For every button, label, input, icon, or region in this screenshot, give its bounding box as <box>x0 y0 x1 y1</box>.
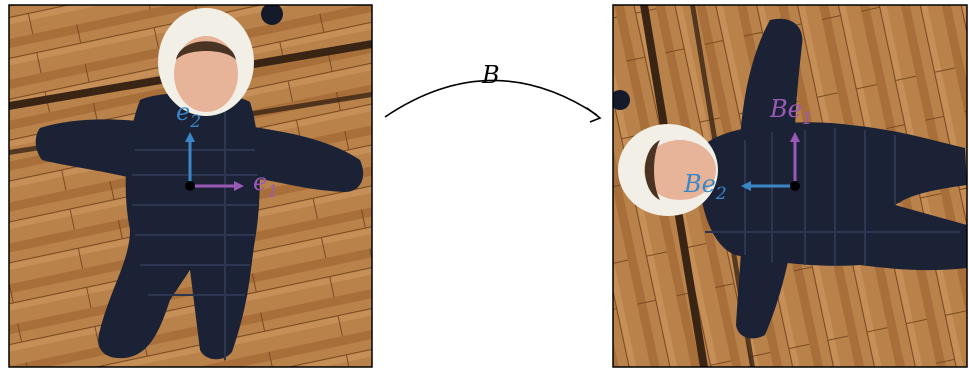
left-photo <box>9 3 372 367</box>
transform-label: B <box>481 61 500 89</box>
left-origin-dot <box>185 181 195 191</box>
left-pompom <box>261 3 283 25</box>
right-origin-dot <box>790 181 800 191</box>
right-photo <box>610 5 967 367</box>
transform-arrowhead <box>587 108 600 122</box>
transform-arrow: B <box>385 61 600 122</box>
